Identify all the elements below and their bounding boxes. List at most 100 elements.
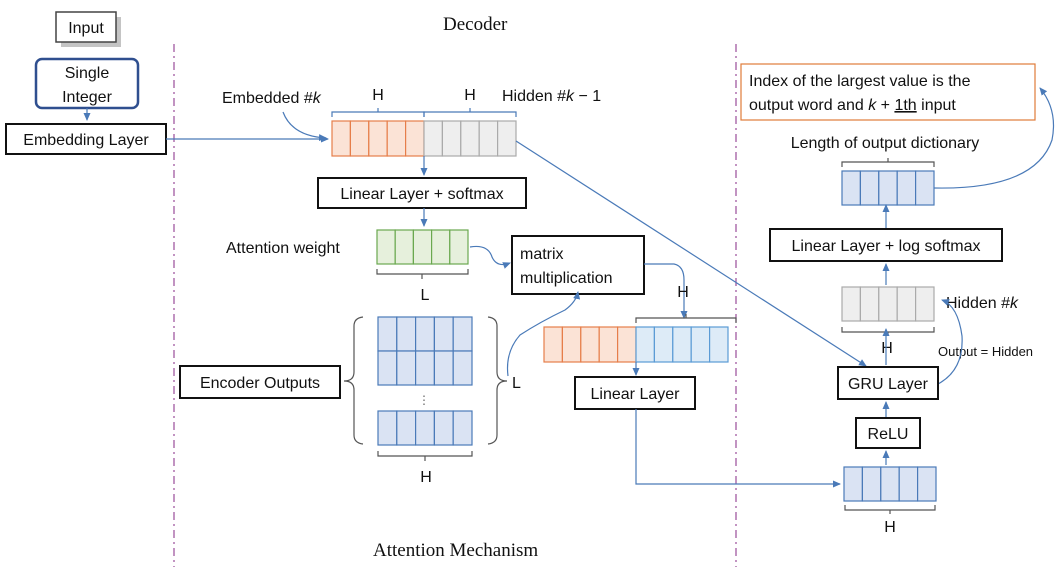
embedded-k-label: Embedded #k	[222, 90, 322, 107]
embedded-cell	[368, 120, 388, 157]
encoder-output-cell	[433, 350, 454, 386]
embedded-label-arrow	[282, 111, 327, 142]
hidden-k-minus-1-label: Hidden #k − 1	[502, 88, 601, 105]
encoder-output-cell	[396, 350, 417, 386]
weights-to-matmul-arrow	[469, 245, 511, 269]
h-label-embedded: H	[372, 87, 384, 104]
encoder-left-bracket	[343, 316, 364, 445]
context-cell	[690, 326, 711, 363]
gru-input-cell	[880, 466, 900, 502]
attention-weight-cell	[449, 229, 469, 265]
attention-mechanism-title: Attention Mechanism	[373, 540, 538, 561]
encoder-output-cell	[433, 316, 454, 352]
concat-embedded-hidden-vector	[331, 120, 517, 157]
encoder-output-cell	[452, 350, 473, 386]
brace-encoder-h	[377, 451, 473, 461]
attention-weight-vector	[376, 229, 469, 265]
hidden-prev-cell	[460, 120, 480, 157]
context-cell	[672, 326, 692, 363]
encoder-output-cell	[415, 350, 436, 386]
gru-input-cell	[843, 466, 863, 502]
l-label-encoder: L	[512, 375, 521, 392]
linear-to-gru-input-arrow	[635, 409, 841, 488]
h-label-hidden-k: H	[881, 340, 893, 357]
output-dist-cell	[914, 170, 935, 206]
output-dist-cell	[859, 170, 880, 206]
hidden-k-cell	[878, 286, 898, 322]
attention-weight-cell	[376, 229, 396, 265]
output-distribution-vector	[841, 170, 935, 206]
brace-embedded-h	[331, 108, 425, 117]
gru-input-cell	[916, 466, 937, 502]
encoder-dots: ⋮	[418, 393, 430, 407]
embedded-cell	[543, 326, 563, 363]
context-cell	[653, 326, 674, 363]
index-output-note: Index of the largest value is the output…	[740, 63, 1036, 121]
encoder-right-bracket	[487, 316, 508, 445]
embedded-cell	[580, 326, 600, 363]
single-integer-line2: Integer	[62, 89, 112, 106]
linear-softmax-node: Linear Layer + softmax	[317, 177, 527, 209]
embedded-cell	[386, 120, 407, 157]
linear-layer-node: Linear Layer	[574, 376, 696, 410]
hidden-k-cell	[914, 286, 935, 322]
encoder-output-cell	[452, 410, 473, 446]
linear-layer-label: Linear Layer	[591, 386, 681, 403]
hidden-k-cell	[859, 286, 880, 322]
concat-embedded-context-vector	[543, 326, 729, 363]
embedded-cell	[598, 326, 619, 363]
hidden-prev-cell	[423, 120, 443, 157]
encoder-outputs-matrix	[377, 316, 473, 446]
brace-output-dict	[841, 158, 935, 167]
context-cell	[635, 326, 655, 363]
matrix-multiplication-node: matrix multiplication	[511, 235, 645, 295]
h-label-context: H	[677, 284, 689, 301]
brace-context-h	[635, 314, 737, 323]
gru-layer-node: GRU Layer	[837, 366, 939, 400]
brace-attention-l	[376, 269, 469, 279]
encoder-output-cell	[377, 410, 398, 446]
embedded-cell	[405, 120, 425, 157]
matmul-label-line1: matrix	[520, 246, 564, 263]
attention-weight-cell	[431, 229, 451, 265]
embedding-layer-node: Embedding Layer	[5, 123, 167, 155]
output-equals-hidden-label: Output = Hidden	[938, 344, 1033, 359]
matmul-to-context-arrow	[644, 263, 688, 319]
attention-weight-cell	[412, 229, 433, 265]
single-integer-node: Single Integer	[34, 57, 140, 110]
h-label-hidden-prev: H	[464, 87, 476, 104]
encoder-outputs-label: Encoder Outputs	[200, 375, 320, 392]
encoder-to-matmul-arrow	[506, 291, 581, 377]
hidden-k-label: Hidden #k	[946, 295, 1019, 312]
encoder-output-cell	[452, 316, 473, 352]
gru-input-cell	[898, 466, 919, 502]
input-label-box: Input	[55, 11, 121, 47]
attention-weight-label: Attention weight	[226, 240, 340, 257]
embedding-layer-label: Embedding Layer	[23, 132, 149, 149]
linear-softmax-label: Linear Layer + softmax	[340, 186, 503, 203]
index-note-line1: Index of the largest value is the	[749, 73, 971, 90]
index-note-line2: output word and k + 1th input	[749, 97, 956, 114]
encoder-output-cell	[396, 410, 417, 446]
linear-log-softmax-node: Linear Layer + log softmax	[769, 228, 1003, 262]
input-label: Input	[68, 20, 104, 37]
length-output-dict-label: Length of output dictionary	[791, 135, 980, 152]
decoder-title: Decoder	[443, 14, 508, 35]
h-label-gru-input: H	[884, 519, 896, 536]
gru-input-cell	[861, 466, 882, 502]
output-dist-cell	[841, 170, 861, 206]
matmul-label-line2: multiplication	[520, 270, 612, 287]
encoder-output-cell	[377, 316, 398, 352]
gru-input-vector	[843, 466, 937, 502]
encoder-output-cell	[433, 410, 454, 446]
embedded-cell	[616, 326, 637, 363]
encoder-output-cell	[396, 316, 417, 352]
brace-hidden-k-h	[841, 327, 935, 336]
gru-layer-label: GRU Layer	[848, 376, 929, 393]
encoder-output-cell	[415, 410, 436, 446]
output-to-index-arrow	[933, 87, 1055, 189]
brace-hidden-h	[423, 108, 517, 117]
l-label-attention: L	[421, 287, 430, 304]
hidden-prev-to-gru-arrow	[515, 140, 867, 367]
